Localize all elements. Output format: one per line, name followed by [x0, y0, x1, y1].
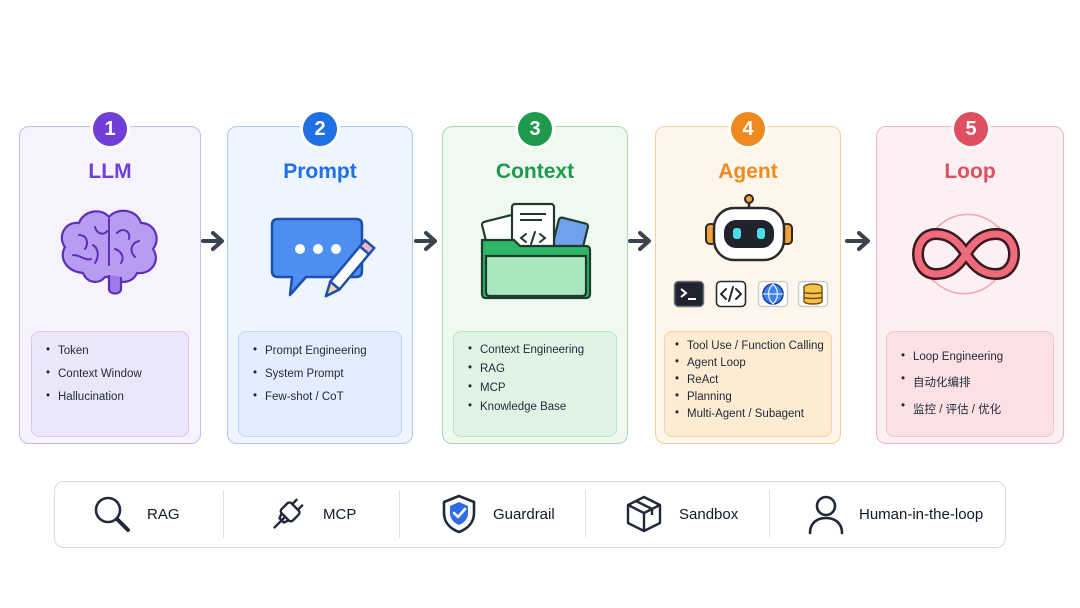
person-icon: [808, 495, 844, 535]
chat-bubble-pencil-icon: [270, 217, 376, 298]
tools-bar: RAG MCP Guardrail: [54, 481, 1006, 548]
arrow-right-icon: [414, 231, 437, 251]
stage-title-context: Context: [495, 160, 575, 183]
terminal-icon: [673, 280, 705, 308]
tool-mcp: MCP: [267, 482, 356, 546]
list-item: Token: [44, 344, 176, 357]
arrow-right-icon: [201, 231, 224, 251]
tool-human-in-the-loop: Human-in-the-loop: [807, 482, 983, 546]
divider: [585, 490, 586, 538]
tool-label: RAG: [147, 505, 180, 523]
folder-documents-icon: [480, 202, 592, 300]
code-icon: [715, 280, 747, 308]
list-item: MCP: [466, 381, 604, 394]
tool-rag: RAG: [91, 482, 180, 546]
robot-icon: [705, 194, 793, 262]
brain-icon: [60, 209, 158, 295]
step-badge-1: 1: [93, 112, 127, 146]
list-item: System Prompt: [251, 367, 389, 380]
database-icon: [797, 280, 829, 308]
stage-list-context: Context Engineering RAG MCP Knowledge Ba…: [453, 331, 617, 437]
stage-list-prompt: Prompt Engineering System Prompt Few-sho…: [238, 331, 402, 437]
step-badge-3: 3: [518, 112, 552, 146]
list-item: Prompt Engineering: [251, 344, 389, 357]
infinity-loop-icon: [912, 213, 1020, 295]
magnifier-icon: [94, 496, 130, 532]
stage-list-llm: Token Context Window Hallucination: [31, 331, 189, 437]
list-item: Context Window: [44, 367, 176, 380]
list-item: Few-shot / CoT: [251, 390, 389, 403]
list-item: Loop Engineering: [899, 350, 1041, 363]
list-item: Context Engineering: [466, 343, 604, 356]
tool-label: MCP: [323, 505, 357, 523]
list-item: 自动化编排: [899, 373, 1041, 390]
list-item: RAG: [466, 362, 604, 375]
stage-title-llm: LLM: [88, 160, 132, 183]
list-item: Planning: [673, 390, 827, 403]
step-badge-4: 4: [731, 112, 765, 146]
arrow-right-icon: [845, 231, 870, 251]
divider: [769, 490, 770, 538]
tool-label: Sandbox: [679, 505, 739, 523]
tool-label: Guardrail: [493, 505, 555, 523]
list-item: Tool Use / Function Calling: [673, 339, 827, 352]
stage-title-prompt: Prompt: [283, 160, 357, 183]
step-badge-5: 5: [954, 112, 988, 146]
list-item: Knowledge Base: [466, 400, 604, 413]
list-item: Multi-Agent / Subagent: [673, 407, 827, 420]
stage-title-loop: Loop: [944, 160, 996, 183]
divider: [399, 490, 400, 538]
tool-label: Human-in-the-loop: [859, 505, 984, 523]
box-icon: [626, 495, 662, 533]
stage-list-loop: Loop Engineering 自动化编排 监控 / 评估 / 优化: [886, 331, 1054, 437]
plug-icon: [273, 498, 304, 529]
tool-sandbox: Sandbox: [623, 482, 738, 546]
divider: [223, 490, 224, 538]
list-item: Agent Loop: [673, 356, 827, 369]
list-item: Hallucination: [44, 390, 176, 403]
arrow-right-icon: [628, 231, 651, 251]
tool-guardrail: Guardrail: [439, 482, 555, 546]
shield-icon: [442, 494, 476, 534]
list-item: 监控 / 评估 / 优化: [899, 400, 1041, 417]
globe-icon: [757, 280, 789, 308]
stage-list-agent: Tool Use / Function Calling Agent Loop R…: [664, 331, 832, 437]
stage-title-agent: Agent: [718, 160, 778, 183]
list-item: ReAct: [673, 373, 827, 386]
step-badge-2: 2: [303, 112, 337, 146]
